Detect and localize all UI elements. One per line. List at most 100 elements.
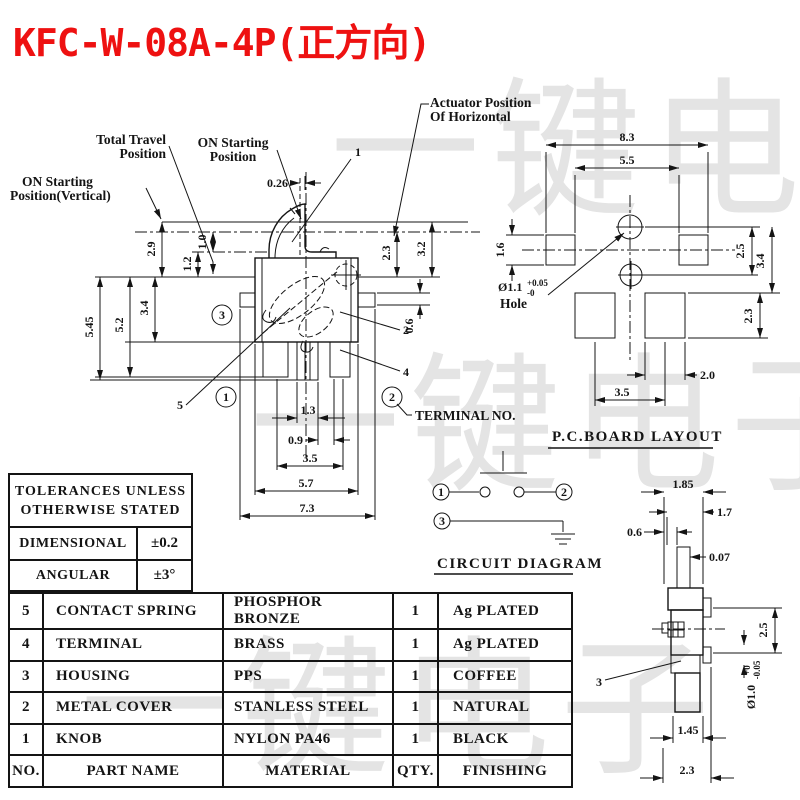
switch-body [239,257,376,343]
label-on-starting-vertical-2: Position(Vertical) [10,188,111,203]
cell-no: 5 [22,602,30,619]
side-bottom-stem [674,672,701,713]
ground-icon [551,533,575,545]
cell-material: PPS [222,659,392,692]
cell-qty: 1 [392,594,437,628]
watermark-middle: 一键电子 [250,340,800,514]
knob [268,203,337,259]
label-on-starting-vertical-1: ON Starting [22,174,93,189]
parts-table: 5 CONTACT SPRING PHOSPHOR BRONZE 1 Ag PL… [8,592,573,788]
watermark-top: 一键电子 [330,65,800,239]
pcb-layout-drawing: 8.3 5.5 1.6 2.5 3.4 2.3 2.0 3.5 Ø1.1 +0.… [493,130,780,449]
cell-finishing: BLACK [437,722,571,755]
pcb-layout-title: P.C.BOARD LAYOUT [552,429,723,445]
front-view-drawing: 2.9 1.0 1.2 3.4 5.2 5.45 2.3 3.2 0.6 0.2… [10,95,532,520]
tolerance-header-line2: OTHERWISE STATED [20,502,181,518]
tolerance-value: ±0.2 [136,528,191,559]
label-pcb-hole: Hole [500,296,527,311]
callout-housing: 3 [596,675,602,689]
dim-pcb-hole-tol-plus: +0.05 [527,278,548,288]
side-pin-upper [702,597,712,618]
dim-side-0-6: 0.6 [627,525,642,539]
dim-front-5-7: 5.7 [299,476,314,490]
header-qty: QTY. [392,754,437,786]
dim-pcb-1-6: 1.6 [493,243,507,258]
dim-pcb-hole-dia: Ø1.1 [498,280,522,294]
circuit-diagram-title: CIRCUIT DIAGRAM [437,556,603,572]
pcb-pad-lower-right [644,292,686,339]
tolerance-value: ±3° [136,561,191,590]
circuit-terminal-2-circle [555,483,573,501]
svg-text:1: 1 [223,390,229,404]
dim-front-2-9: 2.9 [144,242,158,257]
cell-finishing: NATURAL [437,691,571,723]
callout-terminal: 4 [403,365,409,379]
label-total-travel-2: Position [119,146,166,161]
cell-material: NYLON PA46 [222,722,392,755]
cell-no: 3 [10,659,42,692]
circuit-terminal-1: 1 [438,485,444,499]
cell-material: BRASS [222,628,392,660]
terminal-right [329,341,351,378]
tolerance-label: DIMENSIONAL [19,535,127,551]
dim-pcb-2-5: 2.5 [733,244,747,259]
cell-finishing: Ag PLATED [437,628,571,660]
dim-front-3-4: 3.4 [137,301,151,316]
dim-side-1-85: 1.85 [673,477,694,491]
cell-part: TERMINAL [42,628,222,660]
label-on-starting-2: Position [210,149,257,164]
dim-front-1-2: 1.2 [180,257,194,272]
cell-finishing: Ag PLATED [437,594,571,628]
cell-part: CONTACT SPRING [42,594,222,628]
cell-no: 2 [10,691,42,723]
side-pin-lower [702,646,712,664]
cell-qty: 1 [392,722,437,755]
dim-front-5-45: 5.45 [82,317,96,338]
dim-side-tol-plus: +0 [742,665,752,675]
contact-spring [262,270,339,353]
dim-front-0-6: 0.6 [402,319,416,334]
cell-part: KNOB [42,722,222,755]
callout-knob: 1 [355,145,361,159]
cell-material: PHOSPHOR BRONZE [222,594,392,628]
dim-side-0-07: 0.07 [709,550,730,564]
dim-pcb-5-5: 5.5 [620,153,635,167]
cell-material: STANLESS STEEL [222,691,392,723]
svg-text:3: 3 [219,308,225,322]
cell-part: HOUSING [42,659,222,692]
tolerance-table: TOLERANCES UNLESS OTHERWISE STATED DIMEN… [8,473,193,592]
page-title: KFC-W-08A-4P(正方向) [13,21,431,65]
terminals [262,341,351,381]
terminal-center [296,341,319,381]
side-view-body [652,546,725,713]
tolerance-label: ANGULAR [35,567,111,583]
cell-no: 4 [10,628,42,660]
dim-pcb-3-5: 3.5 [615,385,630,399]
dim-front-7-3: 7.3 [300,501,315,515]
dim-front-5-2: 5.2 [112,318,126,333]
cell-qty: 1 [392,628,437,660]
tolerance-row-dimensional: DIMENSIONAL ±0.2 [10,528,191,559]
dim-front-1-3: 1.3 [301,403,316,417]
label-actuator-2: Of Horizontal [430,109,511,124]
label-total-travel-1: Total Travel [96,132,166,147]
terminal-mark-2: 2 [381,386,403,408]
header-material: MATERIAL [222,754,392,786]
dim-side-dia-1-0: Ø1.0 [744,685,758,709]
cell-finishing: COFFEE [437,659,571,692]
dim-pcb-8-3: 8.3 [620,130,635,144]
side-view-drawing: 1.85 1.7 0.6 0.07 2.5 Ø1.0 +0 -0.05 1.45… [596,477,782,783]
side-knob-stem [676,546,691,589]
label-on-starting-1: ON Starting [198,135,269,150]
watermark-bottom: 一键电子 [80,623,721,797]
dim-front-3-2: 3.2 [414,242,428,257]
circuit-terminal-2: 2 [561,485,567,499]
cell-qty: 1 [392,691,437,723]
header-finishing: FINISHING [437,754,571,786]
header-part: PART NAME [42,754,222,786]
contact-node-right [513,486,525,498]
terminal-left [262,341,289,378]
callout-cover: 2 [403,323,409,337]
